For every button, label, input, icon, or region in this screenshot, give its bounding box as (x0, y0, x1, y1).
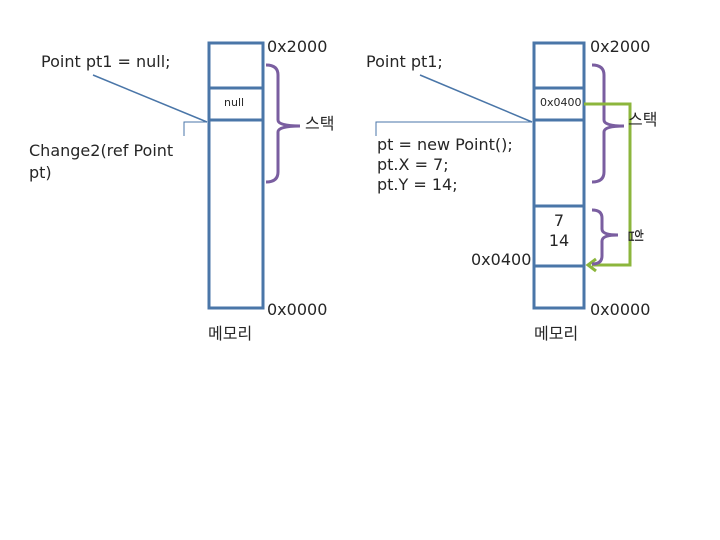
left-stack-value: null (224, 96, 245, 109)
right-code-line-1: pt = new Point(); (377, 135, 513, 154)
right-addr-top: 0x2000 (590, 37, 651, 56)
heap-addr: 0x0400 (471, 250, 532, 269)
heap-object-values: 7 14 (534, 211, 584, 251)
right-memory-label: 메모리 (534, 324, 579, 343)
left-stack-brace (265, 63, 301, 184)
right-stack-brace (591, 63, 625, 184)
left-code-line: Point pt1 = null; (41, 52, 171, 71)
right-code-block: pt = new Point(); pt.X = 7; pt.Y = 14; (377, 135, 513, 195)
right-code-line: Point pt1; (366, 52, 443, 71)
heap-value-y: 14 (548, 231, 570, 250)
heap-brace (591, 208, 619, 266)
heap-label: 힙 (625, 228, 645, 243)
heap-value-x: 7 (553, 211, 565, 230)
heap-reference-arrowhead (585, 257, 597, 273)
left-addr-top: 0x2000 (267, 37, 328, 56)
right-code-line-2: pt.X = 7; (377, 155, 449, 174)
right-addr-bottom: 0x0000 (590, 300, 651, 319)
right-stack-label: 스택 (628, 110, 658, 129)
right-code-bracket (375, 121, 532, 136)
right-code-pointer-line (419, 74, 533, 123)
right-stack-value: 0x0400 (540, 96, 582, 109)
right-memory-column (532, 41, 586, 310)
left-code-pointer-line (92, 74, 208, 123)
left-memory-box (207, 41, 265, 310)
left-memory-column (207, 41, 265, 310)
right-memory-box (532, 41, 586, 310)
left-stack-label: 스택 (305, 114, 335, 133)
left-addr-bottom: 0x0000 (267, 300, 328, 319)
left-memory-label: 메모리 (208, 324, 253, 343)
right-code-line-3: pt.Y = 14; (377, 175, 458, 194)
left-method-call: Change2(ref Point pt) (29, 141, 174, 182)
heap-reference-arrow (584, 102, 632, 267)
left-method-bracket (183, 121, 207, 136)
